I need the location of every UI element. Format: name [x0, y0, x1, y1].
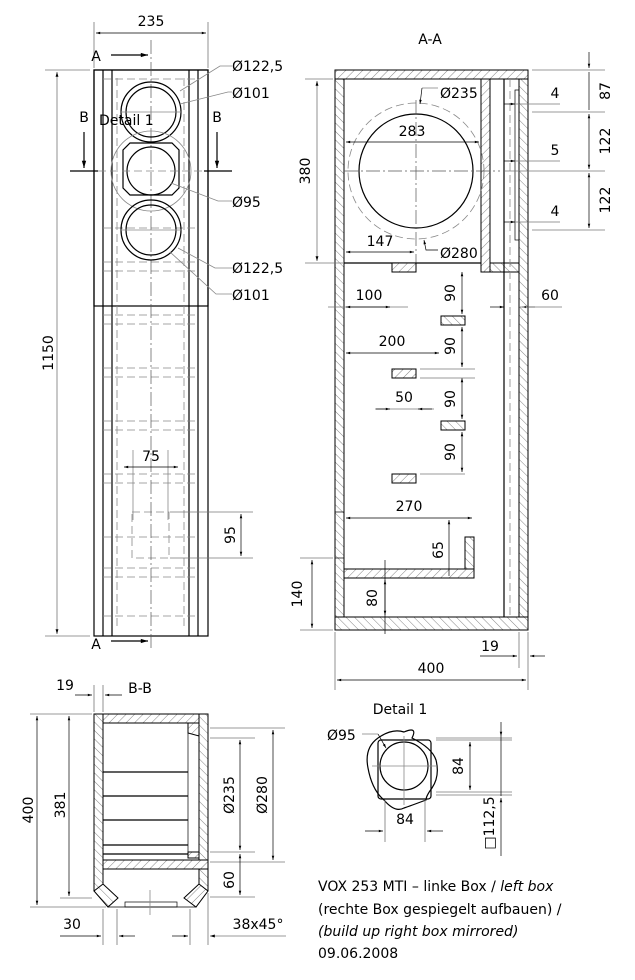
detail-1-title: Detail 1 [373, 702, 428, 718]
aa-dim-140: 140 [290, 581, 306, 608]
detail-dim-84-horizontal: 84 [396, 812, 414, 828]
detail-1-view [362, 722, 512, 856]
section-a-label-bottom: A [91, 637, 101, 653]
port-width-dim: 75 [142, 449, 160, 465]
aa-dim-90-d: 90 [443, 443, 459, 461]
callout-tweeter-outer: Ø122,5 [232, 59, 283, 75]
aa-dim-4-a: 4 [551, 86, 560, 102]
front-view [45, 22, 253, 650]
section-a-label-top: A [91, 49, 101, 65]
detail-breakout-outline [366, 729, 438, 810]
section-bb-view [30, 685, 286, 945]
bb-dim-381: 381 [53, 792, 69, 819]
detail-square-112-5: □112,5 [482, 796, 498, 849]
bb-dim-19: 19 [56, 678, 74, 694]
aa-width-147: 147 [367, 234, 394, 250]
aa-dim-80: 80 [365, 589, 381, 607]
callout-tweeter-inner: Ø101 [232, 86, 270, 102]
aa-dim-60: 60 [541, 288, 559, 304]
aa-dim-122-b: 122 [598, 187, 614, 214]
section-aa-view [300, 52, 605, 690]
aa-dim-4-b: 4 [551, 204, 560, 220]
bb-dia-235: Ø235 [222, 776, 238, 814]
note-line-2: (rechte Box gespiegelt aufbauen) / [318, 902, 562, 918]
section-aa-title: A-A [418, 32, 442, 48]
aa-width-283: 283 [399, 124, 426, 140]
front-height-dim: 1150 [41, 335, 57, 371]
aa-dim-90-b: 90 [443, 337, 459, 355]
bb-chamfer: 38x45° [233, 917, 284, 933]
aa-dim-87: 87 [598, 82, 614, 100]
callout-woofer-outer: Ø122,5 [232, 261, 283, 277]
note-line-3: (build up right box mirrored) [318, 924, 518, 940]
section-b-label-left: B [79, 110, 89, 126]
front-width-dim: 235 [138, 14, 165, 30]
aa-dim-400: 400 [418, 661, 445, 677]
note-line-1: VOX 253 MTI – linke Box / left box [318, 879, 554, 895]
aa-dim-100: 100 [356, 288, 383, 304]
detail-1-marker: Detail 1 [99, 113, 154, 129]
aa-dia-280: Ø280 [440, 246, 478, 262]
detail-dia-95: Ø95 [327, 728, 356, 744]
bb-dia-280: Ø280 [255, 776, 271, 814]
aa-dim-90-a: 90 [443, 284, 459, 302]
callout-woofer-inner: Ø101 [232, 288, 270, 304]
note-date: 09.06.2008 [318, 946, 398, 962]
aa-dim-270: 270 [396, 499, 423, 515]
aa-dim-19: 19 [481, 639, 499, 655]
section-bb-title: B-B [128, 681, 152, 697]
port-height-dim: 95 [223, 526, 239, 544]
bb-dim-60: 60 [222, 871, 238, 889]
midrange-flange [122, 142, 180, 196]
note-line-1-de: VOX 253 MTI – linke Box / [318, 879, 500, 895]
chamber-height-dim: 380 [298, 158, 314, 185]
aa-dim-200: 200 [379, 334, 406, 350]
section-b-label-right: B [212, 110, 222, 126]
aa-dim-90-c: 90 [443, 390, 459, 408]
aa-dim-50: 50 [395, 390, 413, 406]
bb-dim-400: 400 [21, 797, 37, 824]
aa-dia-235: Ø235 [440, 86, 478, 102]
aa-dim-65: 65 [431, 541, 447, 559]
aa-dim-122-a: 122 [598, 128, 614, 155]
detail-dim-84-vertical: 84 [451, 757, 467, 775]
callout-midrange: Ø95 [232, 195, 261, 211]
bb-dim-30: 30 [63, 917, 81, 933]
aa-dim-5: 5 [551, 143, 560, 159]
note-line-1-en: left box [500, 879, 554, 895]
